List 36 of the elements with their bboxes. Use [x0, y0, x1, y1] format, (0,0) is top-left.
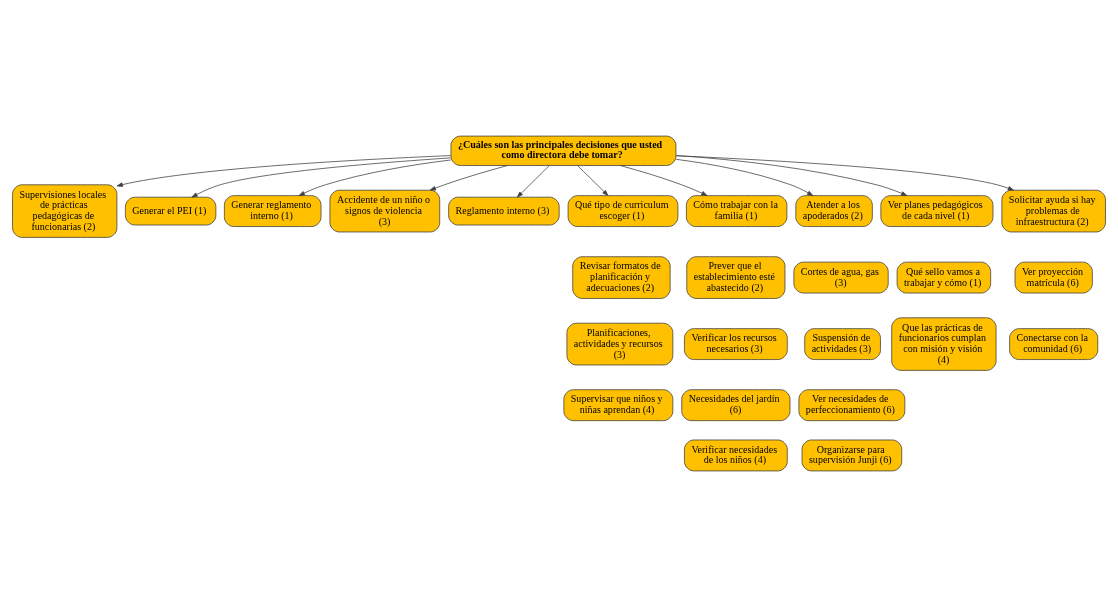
arrow	[116, 154, 452, 187]
node-box: Solicitar ayuda si hay problemas de infraestructura (2)	[1001, 189, 1106, 232]
node-box: Reglamento interno (3)	[448, 196, 560, 225]
node-box: Qué sello vamos a trabajar y cómo (1)	[896, 261, 992, 293]
arrow	[675, 158, 814, 196]
node-box: Accidente de un niño o signos de violencia (3)	[329, 189, 441, 232]
node-box: Cómo trabajar con la familia (1)	[686, 194, 788, 227]
node-box: Que las prácticas de funcionarios cumplan con misión y visión (4)	[891, 316, 997, 371]
arrow	[298, 159, 452, 196]
arrow	[429, 164, 508, 191]
node-box: Qué tipo de curriculum escoger (1)	[567, 194, 679, 227]
node-box: Cortes de agua, gas (3)	[793, 261, 889, 293]
node-box: ¿Cuáles son las principales decisiones que usted como directora debe tomar?	[450, 135, 677, 166]
node-box: Ver necesidades de perfeccionamiento (6)	[798, 388, 906, 421]
node-box: Generar el PEI (1)	[125, 196, 217, 225]
arrow	[675, 154, 1014, 191]
node-box: Organizarse para supervisión Junji (6)	[801, 439, 903, 471]
node-box: Suspensión de actividades (3)	[804, 327, 881, 360]
node-box: Supervisar que niños y niñas aprendan (4)	[563, 388, 674, 421]
node-box: Conectarse con la comunidad (6)	[1009, 327, 1099, 360]
node-box: Prever que el establecimiento esté abastecido (2)	[686, 255, 786, 299]
arrow	[191, 157, 452, 198]
arrow	[619, 164, 708, 196]
arrow	[516, 164, 550, 197]
arrow	[675, 154, 908, 196]
node-box: Ver proyección matrícula (6)	[1014, 261, 1093, 293]
arrow	[577, 164, 609, 196]
node-box: Planificaciones, actividades y recursos (3)	[566, 322, 674, 365]
node-box: Generar reglamento interno (1)	[224, 194, 322, 227]
node-box: Verificar los recursos necesarios (3)	[684, 327, 788, 360]
node-box: Ver planes pedagógicos de cada nivel (1)	[880, 194, 994, 227]
node-box: Verificar necesidades de los niños (4)	[684, 439, 788, 471]
node-box: Atender a los apoderados (2)	[795, 194, 873, 227]
node-box: Supervisiones locales de prácticas pedagógicas de funcionarias (2)	[12, 183, 118, 238]
node-box: Necesidades del jardín (6)	[681, 388, 791, 421]
node-box: Revisar formatos de planificación y adecuaciones (2)	[572, 255, 671, 299]
